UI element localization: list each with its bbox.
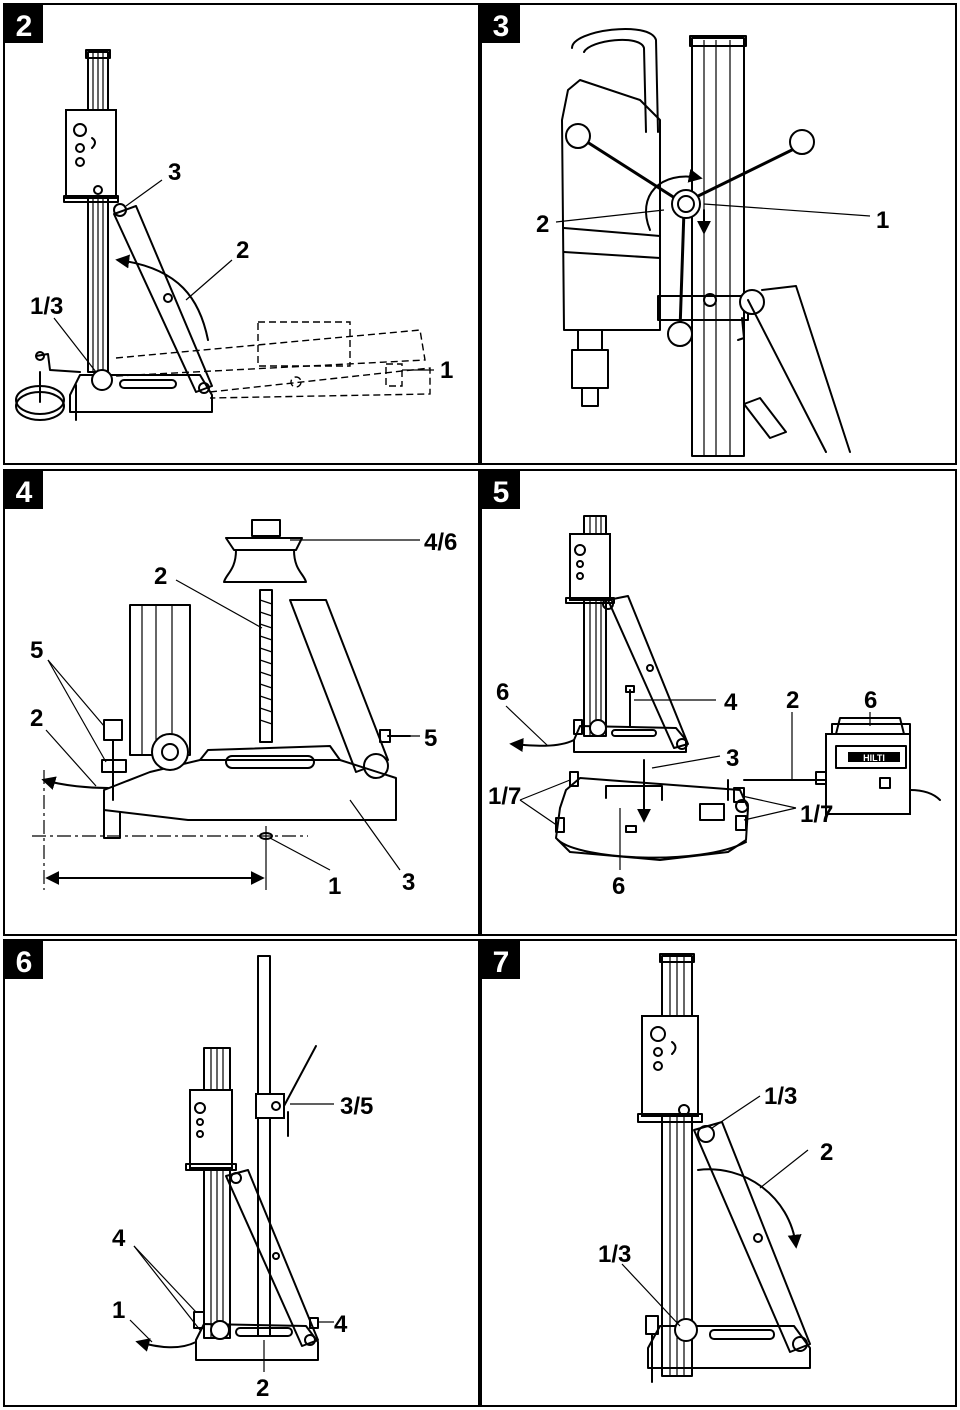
svg-text:3: 3 <box>493 10 510 43</box>
figure-7-drawing <box>621 953 811 1383</box>
figure-3-label-1: 1 <box>876 207 889 234</box>
figure-number-6: 6 <box>5 941 43 979</box>
figure-2-label-3: 3 <box>168 159 181 186</box>
figure-5-label-2: 2 <box>786 687 799 714</box>
svg-text:7: 7 <box>493 946 510 979</box>
figure-6-label-3-5: 3/5 <box>340 1093 373 1120</box>
svg-text:4: 4 <box>16 476 33 509</box>
figure-3-drawing <box>555 28 871 457</box>
figure-number-2: 2 <box>5 5 43 43</box>
figure-6-label-1: 1 <box>112 1297 125 1324</box>
figure-6-label-4-right: 4 <box>334 1311 348 1338</box>
figure-2-drawing <box>15 49 434 421</box>
hilti-logo: HILTI <box>863 753 885 763</box>
figure-6-label-2: 2 <box>256 1375 269 1402</box>
svg-text:2: 2 <box>16 10 33 43</box>
figure-7-label-1-3-bottom: 1/3 <box>598 1241 631 1268</box>
svg-text:6: 6 <box>16 946 33 979</box>
figure-5-label-1-7-left: 1/7 <box>488 783 521 810</box>
figure-number-4: 4 <box>5 471 43 509</box>
figure-5-label-6-left: 6 <box>496 679 509 706</box>
figure-3-label-2: 2 <box>536 211 549 238</box>
figure-6-drawing <box>129 955 334 1372</box>
svg-text:5: 5 <box>493 476 510 509</box>
figure-number-5: 5 <box>482 471 520 509</box>
figure-5-label-6-bottom: 6 <box>612 873 625 900</box>
figure-4-label-2-left: 2 <box>30 705 43 732</box>
figure-2-label-1-3: 1/3 <box>30 293 63 320</box>
figure-2-label-1: 1 <box>440 357 453 384</box>
figure-5-drawing: HILTI <box>505 515 941 870</box>
panel-frames <box>3 3 957 1407</box>
figure-4-label-5-left: 5 <box>30 637 43 664</box>
figure-5-label-3: 3 <box>726 745 739 772</box>
figure-number-3: 3 <box>482 5 520 43</box>
figure-4-label-5-right: 5 <box>424 725 437 752</box>
figure-7-label-1-3-top: 1/3 <box>764 1083 797 1110</box>
figure-7-label-2: 2 <box>820 1139 833 1166</box>
figure-2-label-2: 2 <box>236 237 249 264</box>
figure-6-label-4-left: 4 <box>112 1225 126 1252</box>
figure-4-label-4-6: 4/6 <box>424 529 457 556</box>
figure-5-label-4: 4 <box>724 689 738 716</box>
figure-number-7: 7 <box>482 941 520 979</box>
figure-4-label-1: 1 <box>328 873 341 900</box>
figure-4-label-2-top: 2 <box>154 563 167 590</box>
figure-4-drawing <box>32 519 420 890</box>
figure-4-label-3: 3 <box>402 869 415 896</box>
figure-5-label-6-right: 6 <box>864 687 877 714</box>
figure-5-label-1-7-right: 1/7 <box>800 801 833 828</box>
